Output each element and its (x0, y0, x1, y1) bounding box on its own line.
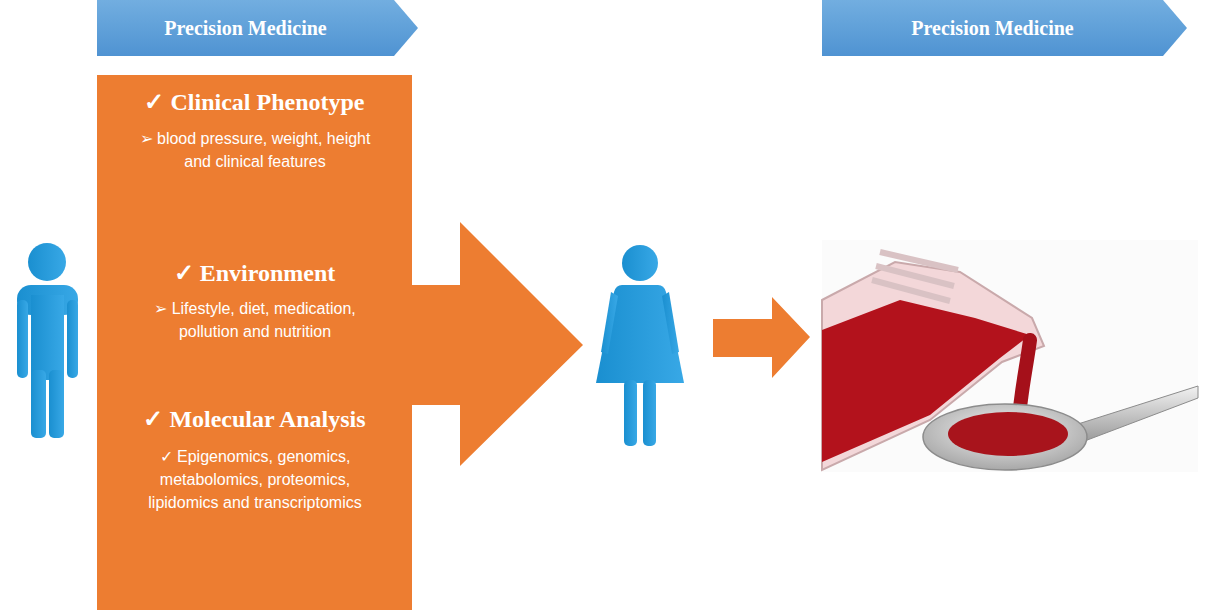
spoon-syrup (948, 412, 1068, 456)
woman-leg (624, 380, 637, 446)
woman-dress (596, 285, 684, 383)
syrup-photo (822, 240, 1198, 472)
orange-panel: ✓ Clinical Phenotype ➢ blood pressure, we… (97, 75, 412, 610)
photo-ground (822, 240, 1198, 472)
man-leg (49, 370, 64, 438)
small-arrow (713, 297, 810, 378)
section-heading: ✓ Environment (97, 259, 412, 287)
spoon-bowl (923, 404, 1087, 470)
woman-arm (601, 292, 618, 354)
banner-label: Precision Medicine (911, 17, 1073, 40)
section-heading: ✓ Clinical Phenotype (97, 88, 412, 116)
section-body: ✓ Epigenomics, genomics, metabolomics, p… (145, 445, 365, 514)
man-arm (17, 300, 28, 378)
banner-arrow: Precision Medicine (822, 0, 1187, 56)
man-head (28, 243, 66, 281)
woman-icon (596, 245, 684, 446)
man-arm (67, 300, 78, 378)
section-body: ➢ blood pressure, weight, height and cli… (130, 127, 380, 173)
woman-head (622, 245, 658, 281)
section-heading: ✓ Molecular Analysis (97, 405, 412, 433)
man-leg (31, 370, 46, 438)
section-body: ➢ Lifestyle, diet, medication, pollution… (125, 297, 385, 343)
banner-arrow: Precision Medicine (97, 0, 418, 56)
banner-label: Precision Medicine (164, 17, 326, 40)
big-arrow-head (410, 222, 583, 466)
spoon-handle (1078, 386, 1198, 442)
man-torso (31, 295, 64, 380)
banner-outline (97, 0, 418, 56)
man-icon (17, 243, 78, 438)
woman-arm (662, 292, 679, 354)
bottle-thread (872, 280, 950, 301)
woman-leg (643, 380, 656, 446)
banner-outline (822, 0, 1187, 56)
